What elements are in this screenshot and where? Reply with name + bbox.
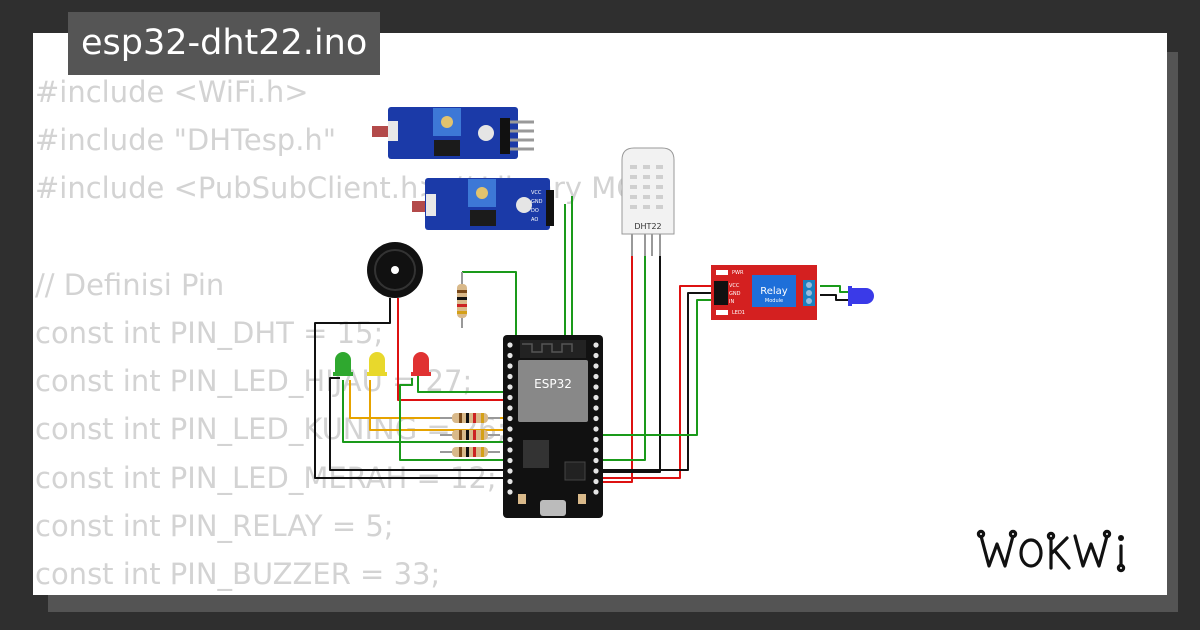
esp32-header-pin: [593, 457, 599, 464]
wire-relay-in: [600, 299, 716, 436]
esp32-header-pin: [593, 352, 599, 359]
esp32-header-pin: [593, 447, 599, 453]
esp32-header-pin: [507, 478, 513, 485]
esp32-header-pin: [507, 394, 513, 401]
esp32-header-pin: [593, 489, 599, 495]
esp32-header-pin: [593, 478, 599, 485]
code-line-2: #include "DHTesp.h": [35, 123, 337, 158]
photoresistor-1: [372, 126, 388, 137]
esp32-header-pin: [593, 468, 599, 474]
code-line-1: #include <WiFi.h>: [35, 75, 309, 109]
esp32-header-pin: [593, 394, 599, 401]
esp32-header-pin: [507, 405, 513, 411]
led-red: [411, 352, 431, 376]
relay-led-pwr: PWR: [732, 270, 744, 276]
resistor-led-3: [440, 447, 500, 457]
relay-led-led1: LED1: [732, 310, 745, 316]
wokwi-logo: [976, 529, 1126, 573]
wire-ldr2-do: [564, 204, 600, 346]
esp32-board: ESP32: [503, 335, 603, 518]
esp32-label: ESP32: [534, 377, 572, 391]
potentiometer-1: [441, 116, 453, 128]
esp32-header-pin: [593, 363, 599, 369]
wire-relay-led-b: [820, 294, 852, 301]
esp32-header-pin: [507, 373, 513, 380]
photoresistor-2: [412, 201, 425, 212]
relay-pin-vcc: VCC: [729, 283, 740, 289]
dht22-sensor: DHT22: [621, 147, 675, 256]
esp32-header-pin: [507, 352, 513, 359]
esp32-header-pin: [507, 457, 513, 464]
resistor-top: [457, 272, 467, 328]
esp32-header-pin: [593, 426, 599, 432]
relay-module: Relay Module PWR LED1 VCC GND IN: [711, 265, 817, 320]
esp32-header-pin: [593, 405, 599, 411]
relay-label: Relay: [760, 286, 788, 297]
wire-relay-gnd: [600, 292, 716, 471]
wire-led-green-gnd: [329, 377, 511, 471]
wire-relay-led-a: [820, 285, 852, 293]
esp32-header-pin: [507, 489, 513, 495]
ldr2-pin-do: DO: [531, 208, 539, 214]
resistor-led-1: [440, 413, 500, 423]
resistor-led-2: [440, 430, 500, 440]
esp32-header-pin: [593, 384, 599, 390]
dht22-label: DHT22: [634, 222, 661, 231]
ldr-module-1: [372, 107, 534, 159]
esp32-header-pin: [507, 415, 513, 422]
esp32-header-pin: [593, 373, 599, 380]
relay-pin-gnd: GND: [729, 291, 741, 297]
wire-led-green: [342, 380, 509, 443]
led-yellow: [367, 352, 387, 376]
wire-led-red: [417, 375, 509, 393]
code-line-5: // Definisi Pin: [35, 267, 225, 302]
wire-buzzer-gnd: [314, 298, 511, 479]
wire-dht-data: [600, 255, 646, 461]
code-line-11: const int PIN_BUZZER = 33;: [35, 556, 441, 591]
esp32-header-pin: [593, 342, 599, 348]
potentiometer-2: [476, 187, 488, 199]
relay-pin-in: IN: [729, 299, 734, 305]
wire-led-red-b: [399, 378, 511, 461]
led-green: [333, 352, 353, 376]
ldr2-pin-vcc: VCC: [531, 190, 542, 196]
ldr-module-2: VCC GND DO AO: [412, 178, 554, 230]
esp32-header-pin: [507, 468, 513, 474]
code-line-10: const int PIN_RELAY = 5;: [35, 508, 394, 543]
wire-dht-gnd: [600, 255, 661, 473]
wire-led-yellow: [369, 380, 509, 431]
ldr2-pin-gnd: GND: [531, 199, 543, 205]
esp32-header-pin: [507, 426, 513, 432]
esp32-header-pin: [507, 384, 513, 390]
relay-sublabel: Module: [765, 298, 783, 304]
esp32-header-pin: [507, 447, 513, 453]
esp32-header-pin: [593, 415, 599, 422]
wire-relay-vcc: [600, 285, 716, 479]
esp32-header-pin: [507, 342, 513, 348]
esp32-header-pin: [507, 363, 513, 369]
relay-coil: [752, 275, 796, 307]
ldr2-pin-ao: AO: [531, 217, 538, 223]
esp32-header-pin: [593, 436, 599, 443]
project-filename: esp32-dht22.ino: [68, 12, 381, 75]
usb-port: [540, 500, 566, 516]
esp32-header-pin: [507, 436, 513, 443]
wire-dht-vcc: [600, 255, 633, 483]
buzzer: [367, 242, 423, 298]
led-blue: [848, 286, 874, 306]
code-background: #include <WiFi.h>#include "DHTesp.h"#inc…: [35, 68, 674, 598]
code-line-6: const int PIN_DHT = 15;: [35, 315, 384, 350]
wire-buzzer-signal: [397, 298, 511, 401]
